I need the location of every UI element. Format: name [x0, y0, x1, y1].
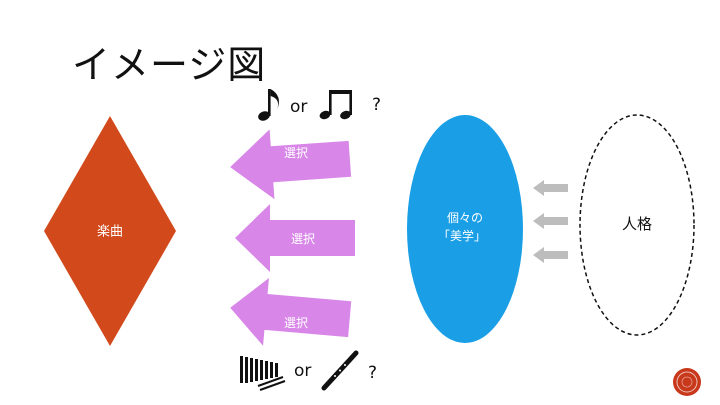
- piece-diamond: [44, 116, 176, 346]
- xylophone-icon: [240, 356, 286, 391]
- aesthetics-label-line1: 個々の: [447, 211, 483, 225]
- beamed-notes-icon: [319, 90, 352, 120]
- bottom-question-text: ?: [368, 363, 377, 383]
- select-label-middle: 選択: [291, 232, 315, 246]
- influence-arrow-1: [533, 180, 568, 196]
- select-label-bottom: 選択: [284, 316, 308, 330]
- aesthetics-ellipse: [407, 115, 523, 343]
- select-label-top: 選択: [284, 146, 308, 160]
- aesthetics-label-line2: 「美学」: [438, 228, 486, 243]
- influence-arrow-3: [533, 247, 568, 263]
- slide-title: イメージ図: [72, 43, 267, 87]
- eighth-note-icon: [258, 89, 279, 121]
- top-or-text: or: [290, 97, 307, 117]
- select-arrow-bottom: [230, 278, 352, 346]
- personality-label: 人格: [622, 215, 652, 233]
- footer-logo-icon: [673, 368, 701, 396]
- influence-arrow-2: [533, 213, 568, 229]
- select-arrow-middle: [235, 204, 355, 272]
- top-question-text: ?: [372, 95, 381, 115]
- personality-ellipse: [579, 114, 695, 336]
- bottom-or-text: or: [294, 361, 311, 381]
- piece-label: 楽曲: [97, 224, 123, 240]
- recorder-icon: [321, 350, 359, 391]
- select-arrow-top: [230, 129, 352, 200]
